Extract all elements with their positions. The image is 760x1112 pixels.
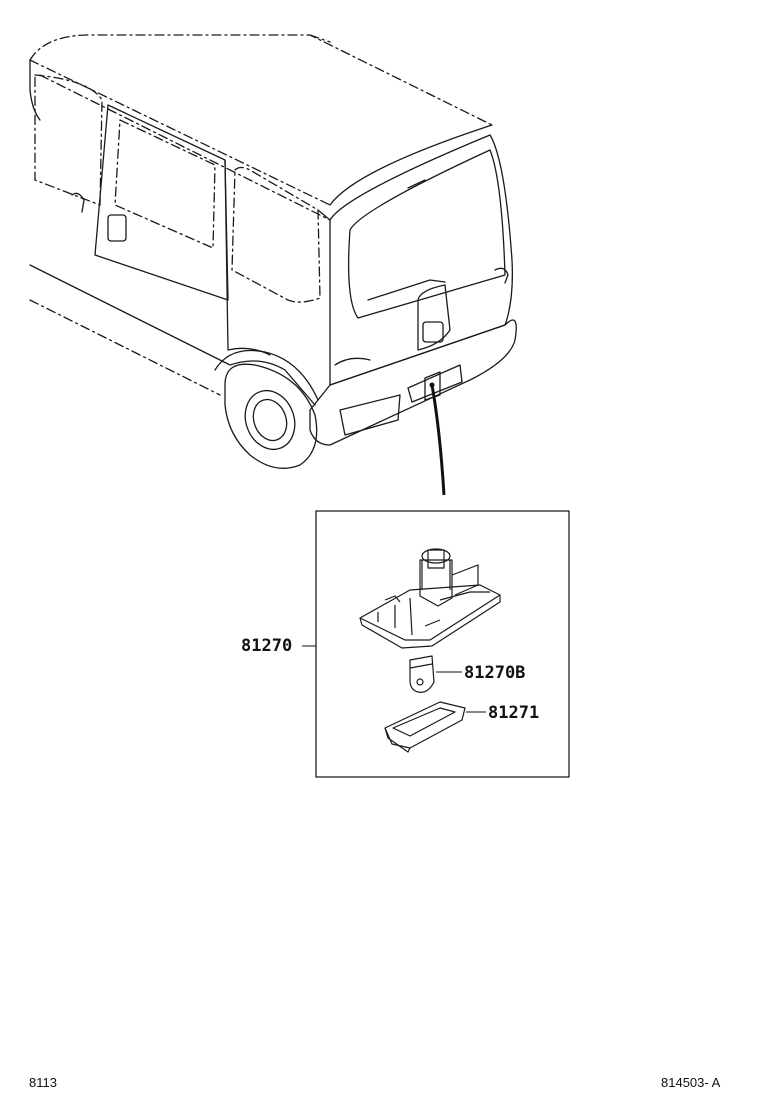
callout-81271: 81271 [488,703,540,723]
leader-lines [302,645,486,713]
lamp-lens-icon [384,701,466,753]
van-rear-view-icon [29,34,517,469]
callout-81270: 81270 [241,636,293,656]
group-code: 8113 [29,1075,57,1090]
detail-frame [315,510,570,778]
pointer-arrow [430,384,446,496]
illustration-code: 814503- A [661,1075,721,1090]
callout-81270b: 81270B [464,663,526,683]
license-lamp-assembly-icon [359,548,501,649]
lamp-bulb-icon [409,655,435,693]
